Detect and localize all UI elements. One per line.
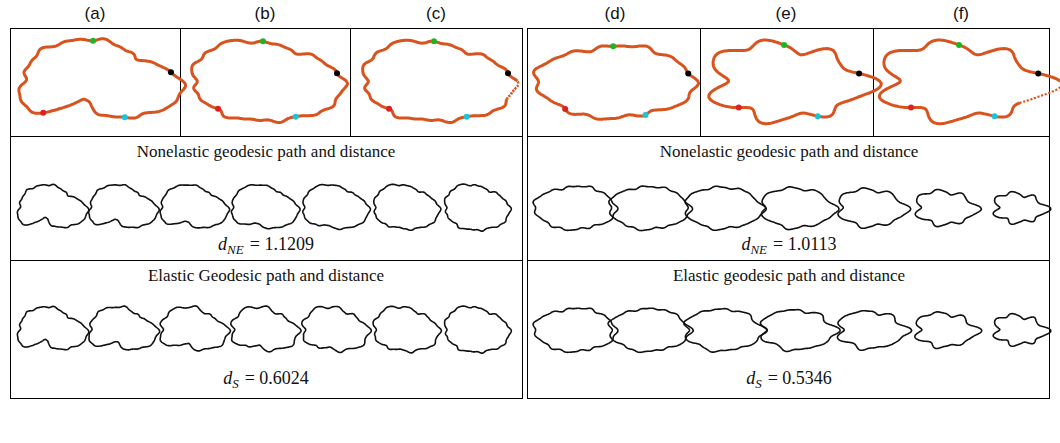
marker-dot [464,114,470,120]
marker-dot [685,71,691,77]
panel-letter: (a) [85,5,106,24]
row-rule [10,136,523,137]
marker-dot [992,113,998,119]
distance-symbol: d [218,234,227,255]
marker-dot [736,105,742,111]
marker-dot [856,71,862,77]
shape-curves [17,38,1060,353]
distance-value: = 0.6024 [245,368,309,389]
shape-outline [445,184,512,231]
row-rule [527,136,1050,137]
shape-outline [374,184,441,230]
cell-rule [350,28,351,136]
marker-dot [1035,71,1041,77]
shape-outline [879,40,1060,124]
shape-outline [363,40,518,122]
distance-value: = 1.1209 [250,234,314,255]
shape-outline [915,190,981,227]
shape-outline [993,192,1051,225]
distance-subscript: S [232,376,239,392]
row-heading: Elastic geodesic path and distance [671,267,907,286]
distance-subscript: NE [227,242,244,258]
shape-outline [89,185,160,228]
shape-outline [915,312,982,349]
marker-dot [90,38,96,44]
panel-letter: (f) [953,5,969,24]
distance-subscript: S [755,376,762,392]
shape-outline [17,306,88,349]
marker-dot [334,70,340,76]
distance-formula: dNE = 1.1209 [218,234,314,255]
distance-value: = 0.5346 [768,368,832,389]
right-frame [528,29,1050,399]
cell-rule [180,28,181,136]
marker-dot [122,114,128,120]
marker-dot [643,112,649,118]
marker-dot [815,113,821,119]
panel-letter: (e) [776,5,797,24]
shape-outline [608,308,693,352]
marker-dot [562,106,568,112]
shape-outline [760,310,840,352]
marker-dot [781,42,787,48]
row-rule [527,260,1050,261]
shape-outline [533,308,618,352]
shape-outline [709,40,881,124]
shape-outline [17,184,88,227]
shape-outline [89,306,160,350]
shape-outline [231,306,301,352]
distance-symbol: d [223,368,232,389]
shape-outline [303,185,371,230]
distance-symbol: d [746,368,755,389]
shape-outline [685,186,766,230]
shape-outline [507,81,519,99]
shape-outline [761,187,839,230]
row-rule [10,260,523,261]
shape-outline [445,306,512,353]
shape-outline [684,309,768,353]
shape-outline [534,46,699,119]
cell-rule [700,28,701,136]
marker-dot [40,110,46,116]
marker-dot [386,106,392,112]
shape-outline [838,188,911,228]
panel-letter: (c) [426,5,446,24]
shape-outline [231,185,300,229]
distance-symbol: d [741,234,750,255]
row-heading: Elastic Geodesic path and distance [146,267,386,286]
shape-outline [302,307,372,353]
distance-formula: dNE = 1.0113 [741,234,836,255]
marker-dot [168,69,174,75]
table-rules [10,28,1050,399]
distance-subscript: NE [750,242,767,258]
marker-dot [431,38,437,44]
marker-dot [293,114,299,120]
shape-outline [160,185,230,228]
shape-outline [1020,81,1060,103]
marker-dot [260,38,266,44]
shape-outline [373,306,441,353]
distance-formula: dS = 0.5346 [746,368,832,389]
row-heading: Nonelastic geodesic path and distance [135,143,398,162]
shape-outline [993,314,1051,347]
marker-dot [215,106,221,112]
row-heading: Nonelastic geodesic path and distance [658,143,921,162]
shape-outline [192,40,348,122]
shape-outline [533,186,618,230]
shape-outline [609,186,693,231]
marker-dot [610,43,616,49]
shape-outline [19,39,186,118]
shape-outline [837,311,911,351]
panel-letter: (d) [605,5,626,24]
marker-dot [505,70,511,76]
distance-formula: dS = 0.6024 [223,368,309,389]
marker-dot [908,105,914,111]
shape-outline [160,306,230,351]
panel-letter: (b) [255,5,276,24]
marker-dot [956,42,962,48]
distance-value: = 1.0113 [773,234,836,255]
left-frame [11,29,523,399]
cell-rule [873,28,874,136]
